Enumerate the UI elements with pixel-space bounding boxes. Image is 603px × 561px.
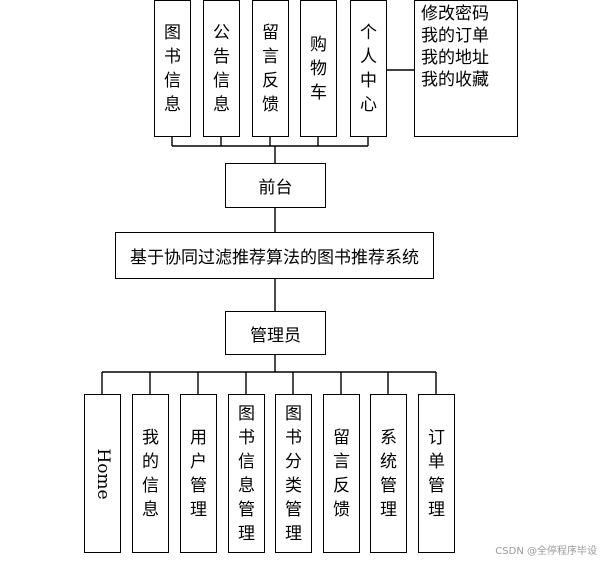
submenu-item-change-password: 修改密码 — [421, 4, 489, 24]
admin-module-home: Home — [84, 394, 121, 553]
admin-module-book-info-management: 图书信息管理 — [228, 394, 265, 553]
admin-module-book-category-management: 图书分类管理 — [275, 394, 312, 553]
submenu-item-my-address: 我的地址 — [421, 48, 489, 68]
watermark: CSDN @全停程序毕设 — [495, 546, 597, 557]
submenu-item-my-favorites: 我的收藏 — [421, 70, 489, 90]
node-frontend: 前台 — [225, 163, 326, 208]
admin-module-my-info: 我的信息 — [132, 394, 169, 553]
node-system-label: 基于协同过滤推荐算法的图书推荐系统 — [130, 248, 419, 268]
node-frontend-label: 前台 — [258, 178, 293, 198]
submenu-item-my-orders: 我的订单 — [421, 26, 489, 46]
admin-module-order-management: 订单管理 — [418, 394, 455, 553]
module-feedback: 留言反馈 — [252, 0, 289, 137]
admin-module-user-management: 用户管理 — [180, 394, 217, 553]
module-personal-center: 个人中心 — [350, 0, 387, 137]
module-shopping-cart: 购物车 — [300, 0, 337, 137]
node-system: 基于协同过滤推荐算法的图书推荐系统 — [115, 232, 434, 279]
node-admin: 管理员 — [225, 311, 326, 355]
module-book-info: 图书信息 — [154, 0, 191, 137]
node-admin-label: 管理员 — [250, 325, 301, 346]
personal-center-submenu: 修改密码 我的订单 我的地址 我的收藏 — [414, 0, 518, 137]
module-notice-info: 公告信息 — [203, 0, 240, 137]
admin-module-system-management: 系统管理 — [370, 394, 407, 553]
admin-module-home-label: Home — [92, 447, 113, 500]
admin-module-feedback: 留言反馈 — [323, 394, 360, 553]
